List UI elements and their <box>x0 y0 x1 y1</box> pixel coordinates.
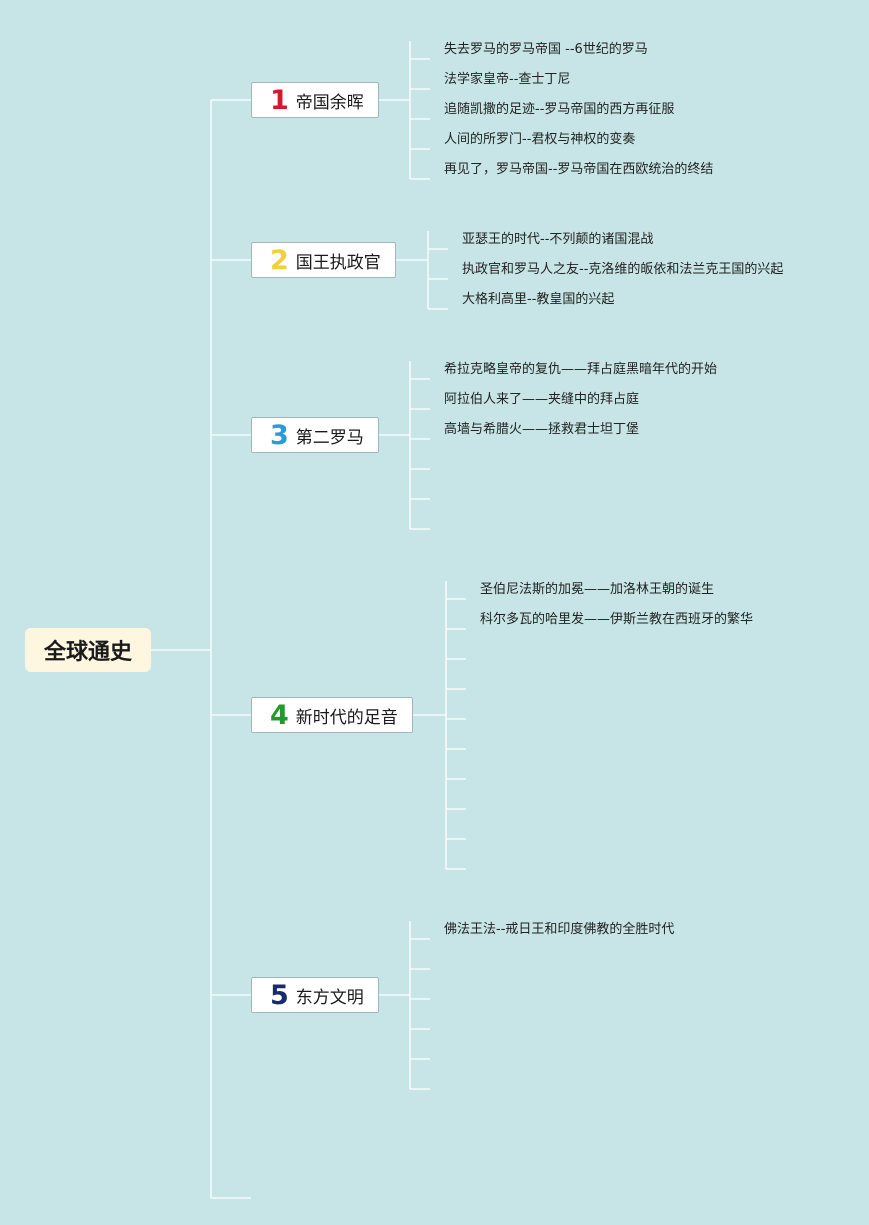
branch-1[interactable]: 1 帝国余晖 <box>251 82 379 118</box>
leaf-item[interactable]: 高墙与希腊火——拯救君士坦丁堡 <box>444 422 640 437</box>
branch-label: 国王执政官 <box>295 252 381 273</box>
leaf-item[interactable]: 亚瑟王的时代--不列颠的诸国混战 <box>462 232 654 247</box>
leaf-item[interactable]: 人间的所罗门--君权与神权的变奏 <box>444 132 636 147</box>
branch-label: 东方文明 <box>295 987 364 1008</box>
leaf-item[interactable]: 法学家皇帝--查士丁尼 <box>444 72 571 87</box>
branch-5[interactable]: 5 东方文明 <box>251 977 379 1013</box>
leaf-item[interactable]: 执政官和罗马人之友--克洛维的皈依和法兰克王国的兴起 <box>462 262 784 277</box>
leaf-item[interactable]: 大格利高里--教皇国的兴起 <box>462 292 615 307</box>
branch-number: 2 <box>270 244 289 276</box>
root-title: 全球通史 <box>43 640 132 665</box>
leaf-item[interactable]: 再见了，罗马帝国--罗马帝国在西欧统治的终结 <box>444 162 714 177</box>
branch-number: 5 <box>270 979 289 1011</box>
leaf-item[interactable]: 追随凯撒的足迹--罗马帝国的西方再征服 <box>444 102 675 117</box>
leaf-item[interactable]: 科尔多瓦的哈里发——伊斯兰教在西班牙的繁华 <box>480 612 754 627</box>
leaf-item[interactable]: 希拉克略皇帝的复仇——拜占庭黑暗年代的开始 <box>444 362 718 377</box>
branch-4[interactable]: 4 新时代的足音 <box>251 697 413 733</box>
branch-number: 3 <box>270 419 289 451</box>
leaf-item[interactable]: 圣伯尼法斯的加冕——加洛林王朝的诞生 <box>480 582 715 597</box>
branch-label: 帝国余晖 <box>295 92 364 113</box>
branch-3[interactable]: 3 第二罗马 <box>251 417 379 453</box>
branch-number: 4 <box>270 699 289 731</box>
branch-label: 第二罗马 <box>295 427 364 448</box>
root-node[interactable]: 全球通史 <box>25 628 151 672</box>
leaf-item[interactable]: 失去罗马的罗马帝国 --6世纪的罗马 <box>444 42 648 57</box>
branch-2[interactable]: 2 国王执政官 <box>251 242 396 278</box>
leaf-item[interactable]: 佛法王法--戒日王和印度佛教的全胜时代 <box>444 922 675 937</box>
branch-number: 1 <box>270 84 289 116</box>
branch-label: 新时代的足音 <box>295 707 398 728</box>
leaf-item[interactable]: 阿拉伯人来了——夹缝中的拜占庭 <box>444 392 640 407</box>
